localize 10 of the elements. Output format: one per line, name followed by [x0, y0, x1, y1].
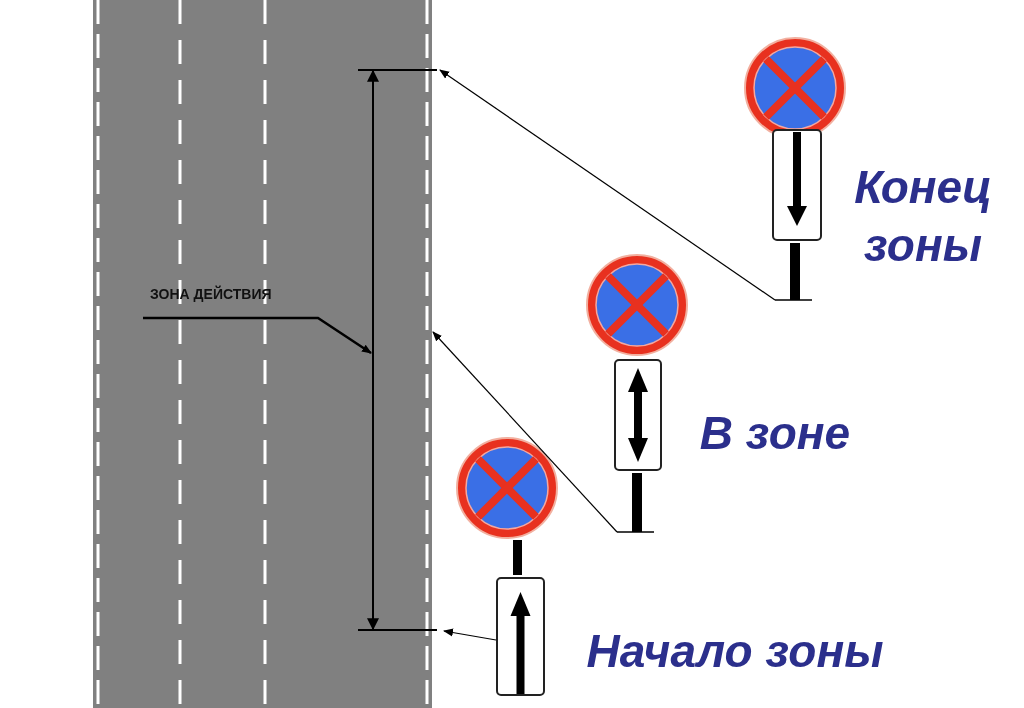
sign-caption: Начало зоны	[585, 624, 885, 679]
leader-line	[439, 69, 776, 301]
leader-line	[143, 316, 372, 355]
arrow-plate-on-post	[772, 129, 822, 301]
arrow-plate-on-post	[614, 359, 662, 533]
leader-line	[432, 331, 618, 533]
leader-line	[443, 628, 497, 641]
sign-caption: Конец зоны	[853, 160, 993, 273]
sign-caption: В зоне	[698, 406, 852, 461]
arrow-plate-on-post	[496, 540, 545, 696]
